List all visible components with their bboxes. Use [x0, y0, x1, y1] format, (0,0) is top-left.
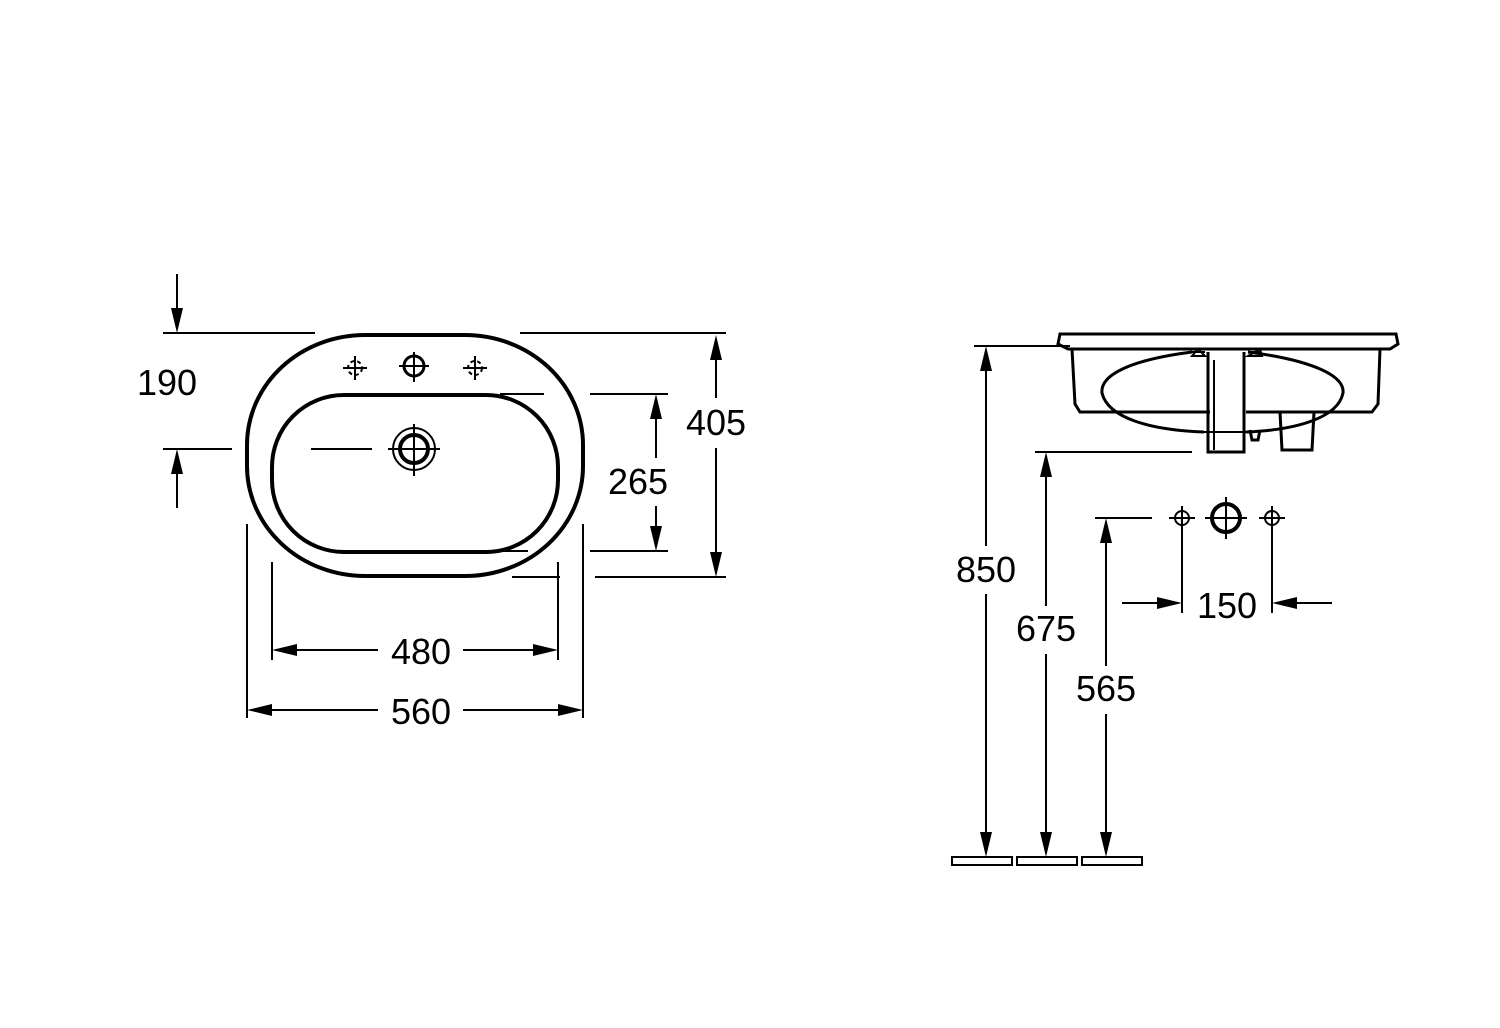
- tap-marker-right-icon: [1259, 506, 1285, 530]
- dim-tap-offset-label: 190: [137, 362, 197, 403]
- tap-marker-left-icon: [1169, 506, 1195, 530]
- side-view: 850 675 565 150: [951, 332, 1400, 866]
- dim-bowl-width-label: 480: [391, 631, 451, 672]
- tap-hole-left-icon: [343, 356, 367, 380]
- dim-overall-width-label: 560: [391, 691, 451, 732]
- basin-bowl-outline: [270, 393, 560, 554]
- dim-overall-depth-label: 405: [686, 402, 746, 443]
- drain-icon: [311, 424, 440, 476]
- basin-bowl-profile: [1100, 350, 1205, 434]
- dim-tap-height-label: 565: [1076, 668, 1136, 709]
- basin-body-profile: [1070, 348, 1210, 414]
- dim-bottom-height-label: 675: [1016, 608, 1076, 649]
- tap-hole-center-icon: [399, 352, 429, 382]
- floor-line: [951, 856, 1143, 866]
- basin-rim-profile: [1056, 332, 1400, 351]
- drain-pipe-profile: [1206, 352, 1246, 454]
- dim-tap-spacing-label: 150: [1197, 585, 1257, 626]
- dim-rim-height-label: 850: [956, 549, 1016, 590]
- tap-hole-right-icon: [463, 356, 487, 380]
- tap-marker-center-icon: [1205, 497, 1247, 539]
- dim-bowl-depth-label: 265: [608, 461, 668, 502]
- basin-outer-outline: [245, 333, 585, 578]
- top-view: 190 405 265 480 560: [137, 274, 746, 732]
